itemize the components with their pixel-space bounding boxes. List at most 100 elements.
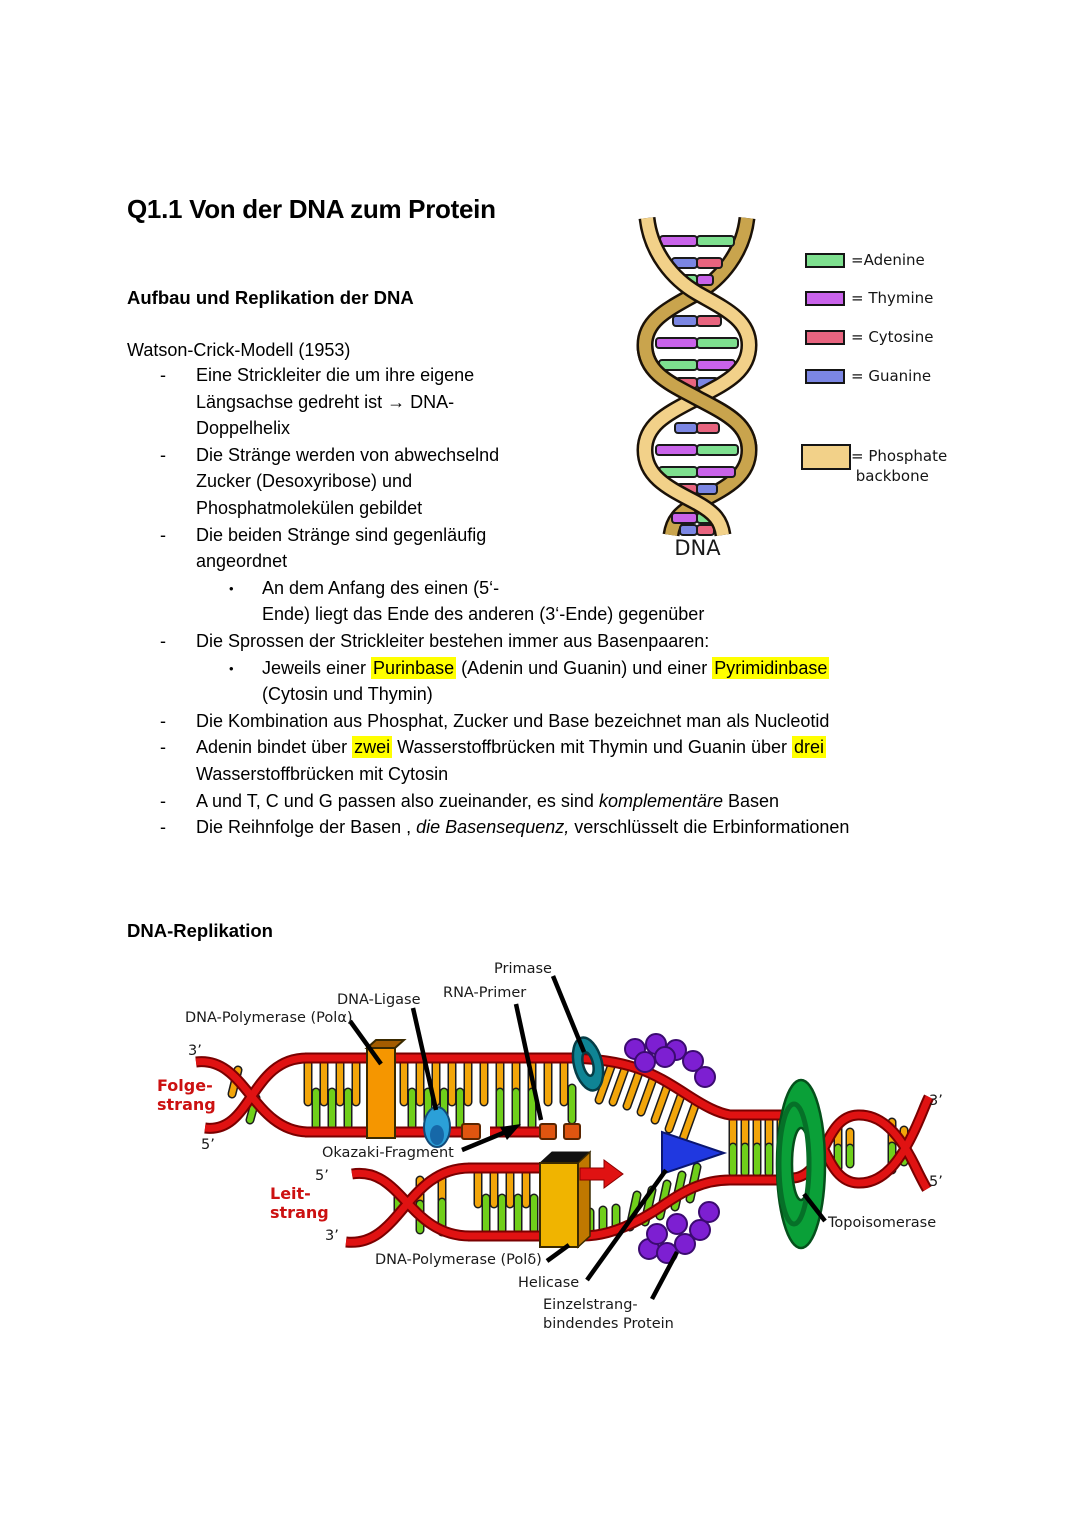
okazaki-label: Okazaki-Fragment bbox=[322, 1145, 454, 1161]
list-text: Adenin bindet über zwei Wasserstoffbrück… bbox=[196, 736, 827, 759]
pol-delta-shape bbox=[538, 1150, 592, 1249]
list-text: A und T, C und G passen also zueinander,… bbox=[196, 791, 779, 812]
list-text: Die Kombination aus Phosphat, Zucker und… bbox=[196, 711, 829, 732]
list-marker: - bbox=[160, 817, 166, 838]
list-text: Doppelhelix bbox=[196, 418, 290, 439]
text-segment: Die Kombination aus Phosphat, Zucker und… bbox=[196, 710, 830, 731]
ssb-protein bbox=[634, 1051, 656, 1073]
thymine-legend-label: = Thymine bbox=[851, 289, 934, 307]
list-text: Die Sprossen der Strickleiter bestehen i… bbox=[196, 631, 709, 652]
guanine-swatch bbox=[805, 369, 845, 384]
list-line: (Cytosin und Thymin) bbox=[127, 684, 987, 711]
text-segment: drei bbox=[792, 736, 827, 759]
dna-figure-caption: DNA bbox=[674, 536, 721, 560]
base-pair-rungs bbox=[655, 235, 739, 536]
pol-alpha-label: DNA-Polymerase (Polα) bbox=[185, 1010, 353, 1026]
ssb-protein bbox=[694, 1066, 716, 1088]
phosphate-legend-label: = Phosphate backbone bbox=[851, 447, 948, 485]
three-prime-left-label: 3’ bbox=[188, 1043, 202, 1059]
synthesis-arrow bbox=[579, 1159, 624, 1189]
list-text: Wasserstoffbrücken mit Cytosin bbox=[196, 764, 448, 785]
rna-primer-knob bbox=[461, 1123, 481, 1140]
five-prime-right-label: 5’ bbox=[929, 1174, 943, 1190]
text-segment: (Cytosin und Thymin) bbox=[262, 684, 433, 705]
ssb-protein bbox=[682, 1050, 704, 1072]
text-segment: verschlüsselt die Erbinformationen bbox=[569, 817, 850, 838]
guanine-legend-label: = Guanine bbox=[851, 367, 932, 385]
rna-primer-knob bbox=[563, 1123, 581, 1140]
list-marker: - bbox=[160, 790, 166, 811]
list-marker: - bbox=[160, 365, 166, 385]
list-line: Doppelhelix bbox=[127, 418, 987, 445]
list-text: Eine Strickleiter die um ihre eigene bbox=[196, 365, 474, 386]
text-segment: angeordnet bbox=[196, 551, 288, 572]
section-heading-aufbau: Aufbau und Replikation der DNA bbox=[127, 287, 414, 308]
helicase-label: Helicase bbox=[518, 1275, 580, 1291]
text-segment: Jeweils einer bbox=[262, 657, 372, 678]
text-segment: Wasserstoffbrücken mit Thymin und Guanin… bbox=[392, 737, 792, 758]
ssb-protein bbox=[674, 1233, 696, 1255]
replication-art bbox=[195, 975, 934, 1301]
list-text: (Cytosin und Thymin) bbox=[262, 684, 433, 705]
okazaki-arrowhead bbox=[500, 1124, 521, 1140]
text-segment: Adenin bindet über bbox=[196, 737, 353, 758]
backbone-ribbon-front bbox=[636, 216, 758, 537]
text-segment: Purinbase bbox=[371, 656, 457, 679]
text-segment: Die Reihnfolge der Basen , bbox=[196, 817, 417, 838]
list-line: Wasserstoffbrücken mit Cytosin bbox=[127, 764, 987, 791]
text-segment: An dem Anfang des einen (5‘- bbox=[262, 577, 500, 598]
text-segment: Ende) liegt das Ende des anderen (3‘-End… bbox=[262, 604, 705, 625]
list-line: •Jeweils einer Purinbase (Adenin und Gua… bbox=[127, 656, 987, 685]
list-line: Phosphatmolekülen gebildet bbox=[127, 498, 987, 525]
text-segment: Doppelhelix bbox=[196, 418, 291, 439]
list-marker: - bbox=[160, 444, 166, 465]
topoisomerase-shape bbox=[775, 1078, 827, 1250]
replication-enzymes bbox=[364, 1033, 827, 1264]
five-prime-left-label: 5’ bbox=[201, 1137, 215, 1153]
text-segment: die Basensequenz, bbox=[416, 817, 570, 838]
list-text: Die beiden Stränge sind gegenläufig bbox=[196, 525, 486, 546]
list-line: • An dem Anfang des einen (5‘- bbox=[127, 578, 987, 605]
topoisomerase-shade bbox=[776, 1101, 812, 1227]
text-segment: Wasserstoffbrücken mit Cytosin bbox=[196, 763, 449, 784]
ssb-protein bbox=[689, 1219, 711, 1241]
text-segment: A und T, C und G passen also zueinander,… bbox=[196, 790, 599, 811]
primase-shape bbox=[571, 1036, 605, 1092]
cytosine-swatch bbox=[805, 330, 845, 345]
list-line: Längsachse gedreht ist → DNA- bbox=[127, 392, 987, 419]
list-text: Zucker (Desoxyribose) und bbox=[196, 471, 412, 492]
ssb-protein bbox=[654, 1046, 676, 1068]
label-pointer-lines bbox=[348, 975, 827, 1301]
list-marker: - bbox=[160, 737, 166, 758]
list-line: Ende) liegt das Ende des anderen (3‘-End… bbox=[127, 604, 987, 631]
list-line: - Adenin bindet über zwei Wasserstoffbrüc… bbox=[127, 736, 987, 764]
text-segment: Pyrimidinbase bbox=[712, 656, 830, 679]
list-text: angeordnet bbox=[196, 551, 287, 572]
list-line: - Die beiden Stränge sind gegenläufig bbox=[127, 525, 987, 552]
list-line: - Die Reihnfolge der Basen , die Basenseq… bbox=[127, 817, 987, 844]
ssb-protein bbox=[646, 1223, 668, 1245]
list-marker: - bbox=[160, 524, 166, 545]
rna-primer-label: RNA-Primer bbox=[443, 985, 527, 1001]
text-segment: Die Stränge werden von abwechselnd bbox=[196, 444, 500, 465]
text-segment: Zucker (Desoxyribose) und bbox=[196, 471, 413, 492]
replication-base-rungs bbox=[227, 1059, 909, 1239]
list-marker: - bbox=[160, 710, 166, 731]
list-marker: • bbox=[229, 580, 234, 596]
adenine-swatch bbox=[805, 253, 845, 268]
dna-helix-figure bbox=[615, 213, 780, 538]
list-text: Ende) liegt das Ende des anderen (3‘-End… bbox=[262, 604, 704, 625]
text-segment: Basen bbox=[723, 790, 780, 811]
list-line: Zucker (Desoxyribose) und bbox=[127, 471, 987, 498]
three-prime-mid-label: 3’ bbox=[325, 1228, 339, 1244]
list-line: - Die Stränge werden von abwechselnd bbox=[127, 445, 987, 472]
rna-primer-knob bbox=[539, 1123, 557, 1140]
list-line: - Eine Strickleiter die um ihre eigene bbox=[127, 365, 987, 392]
ssb-proteins bbox=[624, 1033, 720, 1264]
five-prime-mid-label: 5’ bbox=[315, 1168, 329, 1184]
section-heading-replikation: DNA-Replikation bbox=[127, 920, 273, 941]
watson-crick-lead: Watson-Crick-Modell (1953) bbox=[127, 340, 351, 360]
ssb-protein bbox=[698, 1201, 720, 1223]
list-text: An dem Anfang des einen (5‘- bbox=[262, 578, 499, 599]
